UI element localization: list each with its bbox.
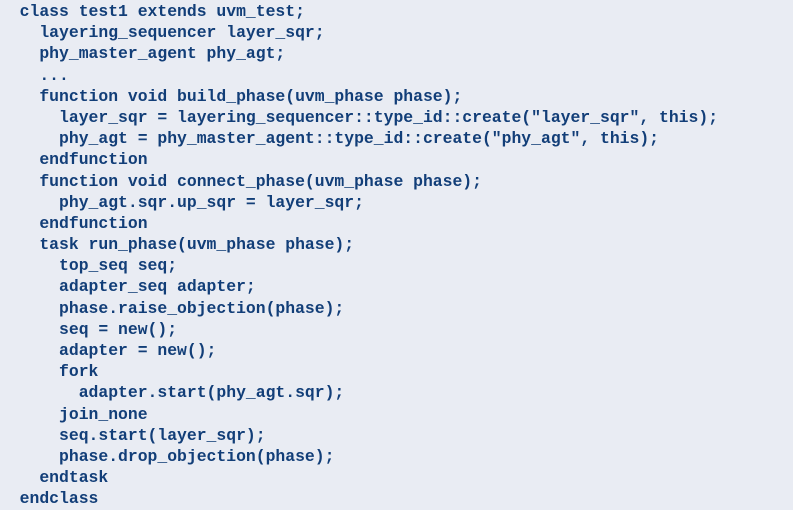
code-line: class test1 extends uvm_test;	[0, 1, 793, 22]
code-line: endtask	[0, 467, 793, 488]
code-line: function void build_phase(uvm_phase phas…	[0, 86, 793, 107]
code-line-text: phy_agt.sqr.up_sqr = layer_sqr;	[0, 192, 364, 212]
code-line: endfunction	[0, 213, 793, 234]
code-line-text: function void connect_phase(uvm_phase ph…	[0, 171, 482, 191]
code-line: layer_sqr = layering_sequencer::type_id:…	[0, 107, 793, 128]
code-line: seq = new();	[0, 319, 793, 340]
code-line: fork	[0, 361, 793, 382]
code-line-text: layer_sqr = layering_sequencer::type_id:…	[0, 107, 719, 127]
code-line-text: endtask	[0, 468, 109, 488]
code-line: layering_sequencer layer_sqr;	[0, 22, 793, 43]
code-line: function void connect_phase(uvm_phase ph…	[0, 171, 793, 192]
code-line-text: ...	[0, 65, 69, 85]
code-line-text: endfunction	[0, 150, 148, 170]
code-line-text: top_seq seq;	[0, 256, 178, 276]
code-line-text: layering_sequencer layer_sqr;	[0, 23, 325, 43]
code-line: adapter = new();	[0, 340, 793, 361]
code-line-text: seq.start(layer_sqr);	[0, 425, 266, 445]
code-line: phase.raise_objection(phase);	[0, 298, 793, 319]
code-line: endfunction	[0, 149, 793, 170]
code-line-text: phy_agt = phy_master_agent::type_id::cre…	[0, 129, 660, 149]
code-line: phy_agt = phy_master_agent::type_id::cre…	[0, 128, 793, 149]
code-line-text: function void build_phase(uvm_phase phas…	[0, 86, 463, 106]
code-line-text: adapter_seq adapter;	[0, 277, 256, 297]
code-line-text: phy_master_agent phy_agt;	[0, 44, 286, 64]
code-line-text: phase.drop_objection(phase);	[0, 446, 335, 466]
code-line-text: adapter = new();	[0, 341, 217, 360]
code-line: seq.start(layer_sqr);	[0, 425, 793, 446]
code-line: task run_phase(uvm_phase phase);	[0, 234, 793, 255]
code-line-text: fork	[0, 362, 99, 382]
code-line-text: task run_phase(uvm_phase phase);	[0, 235, 355, 255]
code-line: endclass	[0, 488, 793, 509]
code-line: adapter_seq adapter;	[0, 276, 793, 297]
code-line: phase.drop_objection(phase);	[0, 446, 793, 467]
code-line: join_none	[0, 404, 793, 425]
code-line: top_seq seq;	[0, 255, 793, 276]
code-line-text: endfunction	[0, 213, 148, 233]
code-line-text: phase.raise_objection(phase);	[0, 298, 345, 318]
code-line-text: endclass	[0, 489, 99, 509]
code-line: phy_master_agent phy_agt;	[0, 43, 793, 64]
code-line: phy_agt.sqr.up_sqr = layer_sqr;	[0, 192, 793, 213]
code-line: adapter.start(phy_agt.sqr);	[0, 382, 793, 403]
code-line-text: class test1 extends uvm_test;	[0, 2, 305, 21]
code-line-text: seq = new();	[0, 319, 178, 339]
code-line-text: join_none	[0, 404, 148, 424]
code-line: ...	[0, 65, 793, 86]
code-line-text: adapter.start(phy_agt.sqr);	[0, 383, 345, 403]
